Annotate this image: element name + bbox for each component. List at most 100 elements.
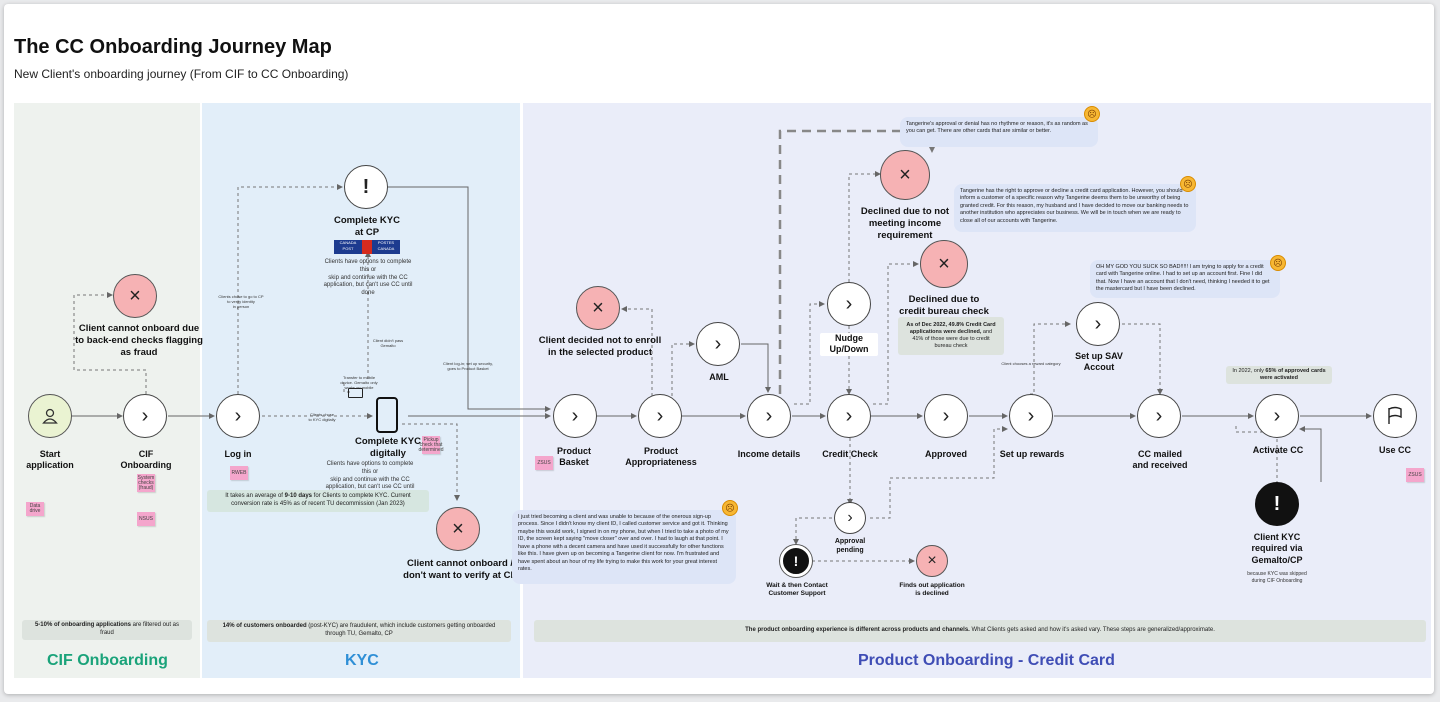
skip-note: Client didn't pass Gemalto (372, 338, 404, 349)
income-details-label: Income details (737, 449, 801, 459)
declined-income-node[interactable]: × (880, 150, 930, 200)
aml-label: AML (709, 372, 729, 382)
page-subtitle: New Client's onboarding journey (From CI… (14, 67, 349, 81)
not-enroll-node[interactable]: × (576, 286, 620, 330)
exclamation-icon: ! (793, 553, 799, 569)
sticky-note: Data drive (26, 502, 44, 516)
use-cc-node[interactable] (1373, 394, 1417, 438)
kyc-stat-bar: 14% of customers onboarded (post-KYC) ar… (207, 620, 511, 642)
start-node[interactable] (28, 394, 72, 438)
client-fraud-label: Client cannot onboard due to back-end ch… (75, 323, 203, 358)
product-basket-label: Product Basket (556, 446, 591, 468)
sticky-note: Pickup check that determined (418, 436, 444, 454)
angry-face-icon: ☹ (1270, 255, 1286, 271)
declined-income-label: Declined due to not meeting income requi… (860, 206, 950, 241)
person-icon (42, 408, 58, 424)
kyc-gemalto-desc: because KYC was skipped during CIF Onboa… (1247, 571, 1307, 584)
kyc-gemalto-label: Client KYC required via Gemalto/CP (1251, 532, 1303, 565)
sticky-note: RWEB (230, 466, 248, 480)
kyc-cp-desc: Clients have options to complete this or… (323, 259, 413, 297)
client-fraud-node[interactable]: × (113, 274, 157, 318)
chevron-right-icon: › (571, 405, 579, 427)
chevron-right-icon: › (234, 405, 242, 427)
chevron-right-icon: › (765, 405, 773, 427)
sav-note: Client chooses a reward category (1001, 361, 1061, 366)
activate-cc-label: Activate CC (1252, 445, 1304, 455)
finds-declined-node[interactable]: × (916, 545, 948, 577)
activate-cc-node[interactable]: › (1255, 394, 1299, 438)
login-cp-note: Clients chose to go to CP to verify iden… (218, 294, 264, 310)
approval-pending-label: Approval pending (834, 538, 866, 554)
x-icon: × (592, 297, 604, 319)
cc-mailed-label: CC mailed and received (1132, 449, 1188, 471)
product-basket-node[interactable]: › (553, 394, 597, 438)
quote-omg: OH MY GOD YOU SUCK SO BAD!!!!! I am tryi… (1090, 260, 1280, 298)
wait-contact-label: Wait & then Contact Customer Support (766, 582, 828, 598)
nudge-node[interactable]: › (827, 282, 871, 326)
x-icon: × (938, 253, 950, 275)
chevron-right-icon: › (845, 405, 853, 427)
cif-stat-bar: 5-10% of onboarding applications are fil… (22, 620, 192, 640)
finds-declined-label: Finds out application is declined (899, 582, 965, 598)
login-label: Log in (224, 449, 252, 459)
lane-title-kyc: KYC (345, 652, 379, 669)
lane-cif: CIF Onboarding (14, 103, 200, 678)
credit-check-node[interactable]: › (827, 394, 871, 438)
cc-mailed-node[interactable]: › (1137, 394, 1181, 438)
quote-onerous: I just tried becoming a client and was u… (512, 510, 736, 584)
nudge-label: Nudge Up/Down (820, 333, 878, 356)
setup-rewards-label: Set up rewards (999, 449, 1065, 459)
page-title: The CC Onboarding Journey Map (14, 36, 332, 58)
wait-contact-node[interactable]: ! (780, 545, 812, 577)
kyc-gemalto-node[interactable]: ! (1255, 482, 1299, 526)
cif-onboarding-node[interactable]: › (123, 394, 167, 438)
chevron-right-icon: › (1094, 313, 1102, 335)
approval-pending-node[interactable]: › (834, 502, 866, 534)
sticky-note: System checks (fraud) (137, 474, 155, 492)
angry-face-icon: ☹ (722, 500, 738, 516)
activated-note: In 2022, only 65% of approved cards were… (1226, 366, 1332, 384)
kyc-cp-label: Complete KYC at CP (334, 215, 400, 238)
use-cc-label: Use CC (1378, 445, 1411, 455)
kyc-digital-desc: Clients have options to complete this or… (325, 461, 415, 498)
transfer-note: Transfer to mobile device. Gemalto only … (340, 375, 378, 391)
chevron-right-icon: › (942, 405, 950, 427)
x-icon: × (129, 285, 141, 307)
product-stat-bar: The product onboarding experience is dif… (534, 620, 1426, 642)
login-later-note: Client log-in; set up security, goes to … (443, 361, 493, 372)
digital-note: Clients chose to KYC digitally (308, 412, 336, 423)
approved-node[interactable]: › (924, 394, 968, 438)
exclamation-icon: ! (1273, 493, 1281, 515)
lane-title-product: Product Onboarding - Credit Card (858, 652, 1115, 669)
sticky-note: ZSUS (535, 456, 553, 470)
chevron-right-icon: › (656, 405, 664, 427)
credit-check-label: Credit Check (822, 449, 878, 459)
x-icon: × (899, 164, 911, 186)
sticky-note: NSUS (137, 512, 155, 526)
flag-icon (1388, 406, 1402, 424)
journey-board: The CC Onboarding Journey Map New Client… (4, 4, 1434, 694)
cannot-verify-node[interactable]: × (436, 507, 480, 551)
lane-title-cif: CIF Onboarding (47, 652, 168, 669)
angry-face-icon: ☹ (1180, 176, 1196, 192)
angry-face-icon: ☹ (1084, 106, 1100, 122)
login-node[interactable]: › (216, 394, 260, 438)
aml-node[interactable]: › (696, 322, 740, 366)
x-icon: × (927, 552, 937, 569)
kyc-digital-label: Complete KYC digitally (355, 436, 421, 459)
kyc-cp-node[interactable]: ! (344, 165, 388, 209)
product-appropriateness-node[interactable]: › (638, 394, 682, 438)
declined-bureau-label: Declined due to credit bureau check (899, 294, 989, 317)
product-appropriateness-label: Product Appropriateness (625, 446, 697, 468)
cif-onboarding-label: CIF Onboarding (120, 449, 172, 471)
setup-rewards-node[interactable]: › (1009, 394, 1053, 438)
declined-bureau-node[interactable]: × (920, 240, 968, 288)
exclamation-icon: ! (362, 176, 370, 198)
income-details-node[interactable]: › (747, 394, 791, 438)
chevron-right-icon: › (1273, 405, 1281, 427)
not-enroll-label: Client decided not to enroll in the sele… (538, 335, 662, 358)
phone-icon[interactable] (376, 397, 398, 433)
monitor-icon (348, 388, 363, 398)
start-label: Start application (26, 449, 74, 471)
setup-sav-node[interactable]: › (1076, 302, 1120, 346)
